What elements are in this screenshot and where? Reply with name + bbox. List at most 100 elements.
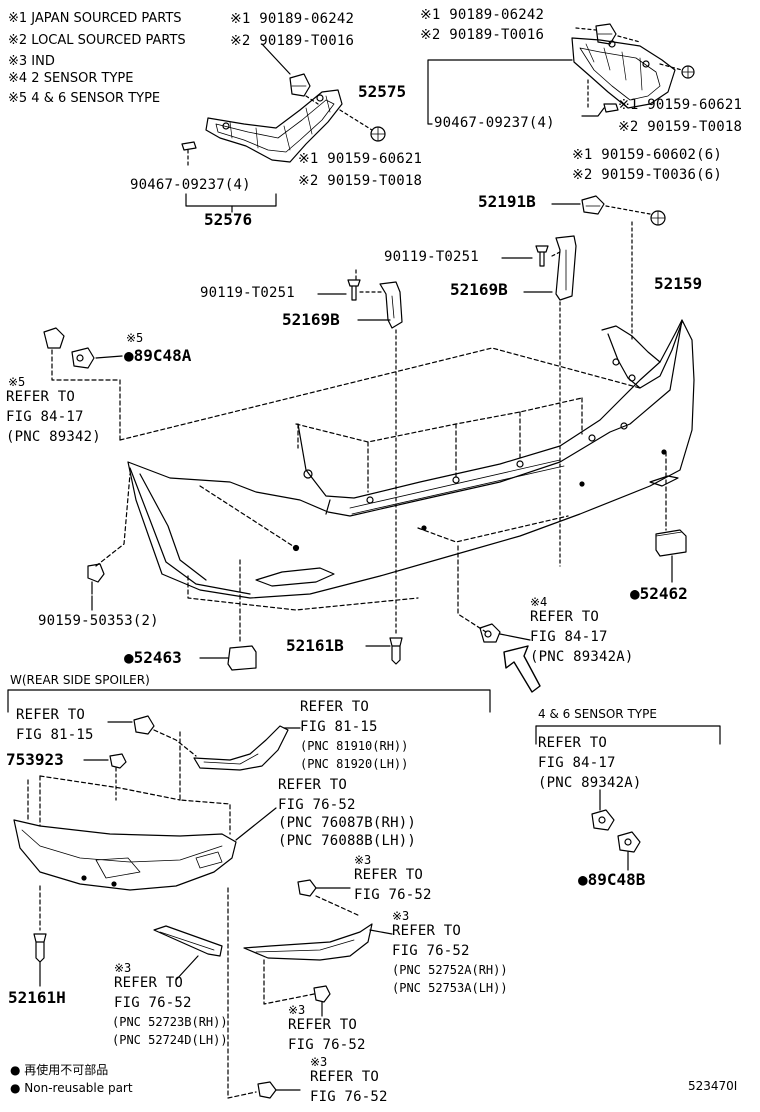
note-3-c: ※3 — [114, 961, 132, 975]
refer-to-76-52-e: REFER TO — [288, 1017, 358, 1033]
part-number-52576: 52576 — [204, 210, 253, 229]
refer-to-84-17-c: REFER TO — [538, 735, 608, 751]
fig-76-52-a: FIG 76-52 — [278, 797, 356, 813]
retainer-52169B-right-drawing — [555, 235, 577, 301]
pnc-81910: (PNC 81910(RH)) — [300, 739, 409, 753]
footnote-non-reusable-en: ● Non-reusable part — [10, 1081, 133, 1095]
pnc-76088B: (PNC 76088B(LH)) — [278, 833, 417, 849]
screw-90159-60602-drawing — [650, 210, 666, 226]
fig-84-17-c: FIG 84-17 — [538, 755, 616, 771]
clip-52191B-drawing — [581, 195, 605, 215]
pnc-52753A: (PNC 52753A(LH)) — [392, 981, 508, 995]
pnc-89342: (PNC 89342) — [6, 429, 101, 445]
clip-52161H-drawing — [33, 933, 47, 963]
label-90159-60621-left: ※1 90159-60621 — [298, 151, 423, 167]
clip-81-15-drawing — [133, 715, 155, 735]
refer-to-76-52-c: REFER TO — [392, 923, 462, 939]
pnc-89342A-b: (PNC 89342A) — [538, 775, 642, 791]
pad-52462-drawing — [655, 529, 687, 557]
part-number-52159: 52159 — [654, 274, 703, 293]
note-5-refer: ※5 — [8, 375, 26, 389]
clip-76-52-c-drawing — [257, 1081, 277, 1099]
clip-90189-left-drawing — [289, 73, 311, 97]
clip-90189-right-drawing — [595, 23, 617, 45]
screw-90159-50353-drawing — [87, 563, 105, 595]
screw-90119-left-drawing — [347, 279, 361, 301]
pnc-52723B: (PNC 52723B(RH)) — [112, 1015, 228, 1029]
fig-76-52-c: FIG 76-52 — [392, 943, 470, 959]
fig-81-15-a: FIG 81-15 — [16, 727, 94, 743]
part-number-52169B-left: 52169B — [282, 310, 340, 329]
bracket-52575-drawing — [571, 37, 676, 109]
note-3-d: ※3 — [288, 1003, 306, 1017]
label-90159-50353: 90159-50353(2) — [38, 613, 159, 629]
label-90119-T0251-right: 90119-T0251 — [384, 249, 479, 265]
refer-to-76-52-b: REFER TO — [354, 867, 424, 883]
rear-bumper-cover-drawing — [127, 319, 695, 599]
sensor-89C48A-drawing — [43, 327, 95, 369]
clip-753923-drawing — [109, 753, 127, 801]
refer-to-81-15-b: REFER TO — [300, 699, 370, 715]
fig-76-52-b: FIG 76-52 — [354, 887, 432, 903]
garnish-52723B-drawing — [153, 925, 223, 957]
label-90159-T0018-left: ※2 90159-T0018 — [298, 173, 423, 189]
sensor-89C48B-drawing — [591, 809, 641, 853]
refer-to-84-17-a: REFER TO — [6, 389, 76, 405]
refer-to-76-52-a: REFER TO — [278, 777, 348, 793]
pnc-76087B: (PNC 76087B(RH)) — [278, 815, 417, 831]
clip-76-52-a-drawing — [297, 879, 317, 897]
screw-90119-right-drawing — [535, 245, 549, 267]
part-number-52161H: 52161H — [8, 988, 66, 1007]
legend-japan-sourced: ※1 JAPAN SOURCED PARTS — [8, 11, 182, 26]
fig-76-52-d: FIG 76-52 — [114, 995, 192, 1011]
part-number-52463: ●52463 — [124, 648, 182, 667]
part-number-753923: 753923 — [6, 750, 64, 769]
note-3-a: ※3 — [354, 853, 372, 867]
label-90189-06242-right: ※1 90189-06242 — [420, 7, 545, 23]
label-90189-T0016-right: ※2 90189-T0016 — [420, 27, 545, 43]
retainer-52169B-left-drawing — [379, 281, 403, 329]
legend-local-sourced: ※2 LOCAL SOURCED PARTS — [8, 33, 186, 48]
fig-81-15-b: FIG 81-15 — [300, 719, 378, 735]
pnc-89342A-a: (PNC 89342A) — [530, 649, 634, 665]
section-rear-side-spoiler: W(REAR SIDE SPOILER) — [10, 673, 150, 687]
label-90467-09237-left: 90467-09237(4) — [130, 177, 251, 193]
label-90159-T0036: ※2 90159-T0036(6) — [572, 167, 722, 183]
part-number-52191B: 52191B — [478, 192, 536, 211]
part-number-52169B-right: 52169B — [450, 280, 508, 299]
section-4-6-sensor-type: 4 & 6 SENSOR TYPE — [538, 707, 657, 721]
refer-to-76-52-d: REFER TO — [114, 975, 184, 991]
part-number-52161B: 52161B — [286, 636, 344, 655]
screw-90467-right-drawing — [603, 103, 619, 113]
fig-76-52-e: FIG 76-52 — [288, 1037, 366, 1053]
part-number-89C48A: ●89C48A — [124, 346, 192, 365]
illustration-reference-number: 523470I — [688, 1079, 738, 1093]
legend-ind: ※3 IND — [8, 54, 55, 69]
garnish-81-15-drawing — [193, 725, 289, 771]
legend-2-sensor: ※4 2 SENSOR TYPE — [8, 71, 134, 86]
pnc-81920: (PNC 81920(LH)) — [300, 757, 409, 771]
fig-76-52-f: FIG 76-52 — [310, 1089, 388, 1105]
screw-90159-left-drawing — [370, 126, 386, 142]
part-number-52575: 52575 — [358, 82, 407, 101]
label-90189-T0016-left: ※2 90189-T0016 — [230, 33, 355, 49]
note-5-89C48A: ※5 — [126, 331, 144, 345]
label-90467-09237-right: 90467-09237(4) — [434, 115, 555, 131]
pad-52463-drawing — [227, 645, 257, 671]
note-3-e: ※3 — [310, 1055, 328, 1069]
bracket-52576-drawing — [205, 89, 343, 163]
side-garnish-drawing — [243, 923, 373, 961]
clip-52161B-drawing — [389, 637, 403, 665]
fig-84-17-b: FIG 84-17 — [530, 629, 608, 645]
footnote-non-reusable-jp: ● 再使用不可部品 — [10, 1063, 109, 1077]
label-90119-T0251-left: 90119-T0251 — [200, 285, 295, 301]
screw-90467-left-drawing — [181, 141, 197, 151]
view-arrow — [503, 645, 541, 693]
label-90159-T0018-right: ※2 90159-T0018 — [618, 119, 743, 135]
clip-76-52-b-drawing — [313, 985, 331, 1003]
refer-to-81-15-a: REFER TO — [16, 707, 86, 723]
label-90159-60621-right: ※1 90159-60621 — [618, 97, 743, 113]
note-3-b: ※3 — [392, 909, 410, 923]
